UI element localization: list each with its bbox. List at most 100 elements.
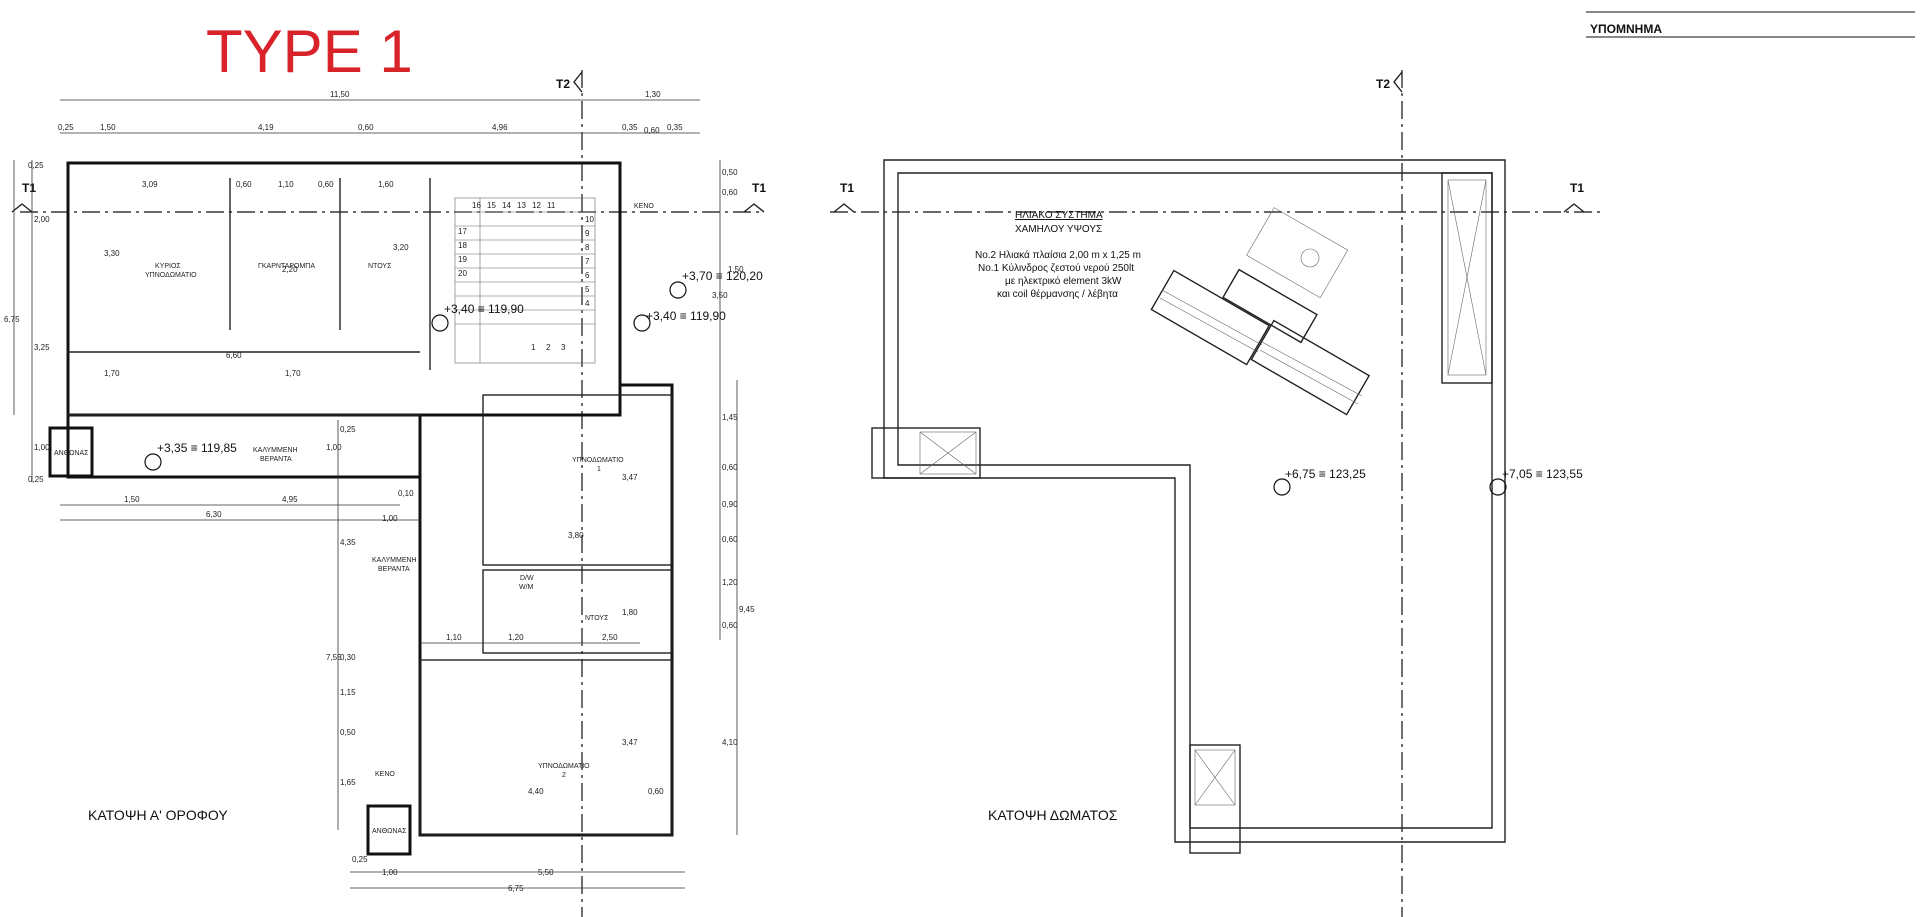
dim-label: 1,00 [382, 868, 398, 877]
dim-label: 0,50 [340, 728, 356, 737]
solar-note: και coil θέρμανσης / λέβητα [997, 288, 1118, 300]
room-label-bedroom-2: 2 [562, 772, 566, 779]
section-arrow-icon [833, 203, 855, 213]
dim-label: 0,60 [318, 180, 334, 189]
stair-number: 11 [547, 201, 556, 210]
stair-number: 17 [458, 227, 467, 236]
solar-title: ΧΑΜΗΛΟΥ ΥΨΟΥΣ [1015, 224, 1102, 235]
dim-label: 0,50 [722, 168, 738, 177]
dim-label: 1,80 [622, 608, 638, 617]
dim-label: 2,50 [602, 633, 618, 642]
room-label-master-bedroom: ΥΠΝΟΔΩΜΑΤΙΟ [145, 272, 197, 279]
section-mark-t1-right-b: T1 [1570, 181, 1584, 195]
dim-label: 1,20 [508, 633, 524, 642]
level-marker-icon [144, 453, 162, 471]
dim-label: 4,40 [528, 787, 544, 796]
stair-number: 9 [585, 229, 590, 238]
room-label-master-bedroom: ΚΥΡΙΟΣ [155, 263, 181, 270]
stair-number: 4 [585, 299, 590, 308]
roof-plan: T1 T1 T2 T2 [830, 70, 1600, 917]
dim-label: 4,19 [258, 123, 274, 132]
dim-label: 3,20 [393, 243, 409, 252]
dim-label: 1,00 [326, 443, 342, 452]
room-label-bedroom-1: ΥΠΝΟΔΩΜΑΤΙΟ [572, 457, 624, 464]
stair-number: 20 [458, 269, 467, 278]
dim-label: 5,50 [538, 868, 554, 877]
dim-label: 1,70 [104, 369, 120, 378]
roof-caption: ΚΑΤΟΨΗ ΔΩΜΑΤΟΣ [988, 807, 1118, 823]
dim-label: 1,00 [34, 443, 50, 452]
dim-label: 1,00 [382, 514, 398, 523]
dim-label: 4,35 [340, 538, 356, 547]
level-stair-landing: +3,70 ≡ 120,20 [682, 269, 763, 283]
section-mark-t1-left-b: T1 [752, 181, 766, 195]
room-label-dw-wm: D/W [520, 575, 534, 582]
solar-note: με ηλεκτρικό element 3kW [1005, 275, 1122, 287]
section-arrow-icon [1393, 71, 1403, 93]
flower-bed-1 [48, 426, 94, 478]
dim-label: 0,25 [28, 161, 44, 170]
dim-label: 1,45 [722, 413, 738, 422]
dim-label: 2,00 [34, 215, 50, 224]
legend-header: ΥΠΟΜΝΗΜΑ [1586, 11, 1915, 38]
room-label-wardrobe: ΓΚΑΡΝΤΑΡΟΜΠΑ [258, 263, 315, 270]
level-marker-icon [633, 314, 651, 332]
room-label-dw-wm: W/M [519, 584, 534, 591]
solar-title: ΗΛΙΑΚΟ ΣΥΣΤΗΜΑ [1015, 210, 1103, 221]
dim-label: 3,09 [142, 180, 158, 189]
dim-label: 1,15 [340, 688, 356, 697]
stair-number: 1 [531, 343, 536, 352]
stair-number: 13 [517, 201, 526, 210]
dim-label: 11,50 [330, 90, 350, 99]
stair-number: 19 [458, 255, 467, 264]
stair-number: 18 [458, 241, 467, 250]
roof-skylight-bottom [1189, 744, 1241, 854]
solar-note: No.2 Ηλιακά πλαίσια 2,00 m x 1,25 m [975, 249, 1141, 261]
stair-number: 8 [585, 243, 590, 252]
dim-label: 3,80 [568, 531, 584, 540]
section-arrow-icon [573, 71, 583, 93]
room-label-flower-bed-1: ΑΝΘΩΝΑΣ [54, 450, 89, 457]
stair-number: 10 [585, 215, 594, 224]
dim-label: 1,50 [124, 495, 140, 504]
dim-label: 3,25 [34, 343, 50, 352]
level-roof-main: +6,75 ≡ 123,25 [1285, 467, 1366, 481]
solar-note: No.1 Κύλινδρος ζεστού νερού 250lt [978, 262, 1134, 274]
bedroom-2-outline [419, 659, 673, 836]
dim-label: 0,60 [648, 787, 664, 796]
room-label-covered-veranda-2: ΒΕΡΑΝΤΑ [378, 566, 410, 573]
dim-label: 4,95 [282, 495, 298, 504]
dim-label: 4,10 [722, 738, 738, 747]
dim-label: 1,20 [722, 578, 738, 587]
roof-skylight-right [1441, 172, 1493, 384]
dim-label: 0,25 [352, 855, 368, 864]
dim-label: 0,60 [644, 126, 660, 135]
dim-label: 6,75 [4, 315, 20, 324]
section-arrow-icon [1563, 203, 1585, 213]
section-arrow-icon [11, 203, 33, 213]
dim-label: 0,60 [358, 123, 374, 132]
level-marker-icon [1489, 478, 1507, 496]
staircase: 16 15 14 13 12 11 10 9 8 7 6 5 4 17 18 1… [454, 197, 596, 364]
level-hall: +3,40 ≡ 119,90 [444, 302, 524, 316]
stair-number: 2 [546, 343, 551, 352]
veranda-outline [66, 415, 420, 479]
stair-number: 16 [472, 201, 481, 210]
room-label-flower-bed-2: ΑΝΘΩΝΑΣ [372, 828, 407, 835]
dim-label: 1,70 [285, 369, 301, 378]
section-mark-t2-top: T2 [556, 77, 570, 91]
dim-label: 0,60 [722, 535, 738, 544]
room-label-bedroom-1: 1 [597, 466, 601, 473]
room-label-shower-1: ΝΤΟΥΣ [368, 263, 392, 270]
section-mark-t1-right-a: T1 [840, 181, 854, 195]
dim-label: 1,10 [278, 180, 294, 189]
level-veranda: +3,35 ≡ 119,85 [157, 441, 237, 455]
dim-label: 2,20 [282, 265, 298, 274]
solar-panels-icon [1150, 268, 1371, 416]
dim-label: 3,47 [622, 738, 638, 747]
section-mark-t2-roof-top: T2 [1376, 77, 1390, 91]
level-marker-icon [431, 314, 449, 332]
first-floor-plan: T1 T1 T2 T2 11,50 1,30 0,25 1,50 4,19 0,… [4, 70, 766, 917]
room-label-bedroom-2: ΥΠΝΟΔΩΜΑΤΙΟ [538, 763, 590, 770]
